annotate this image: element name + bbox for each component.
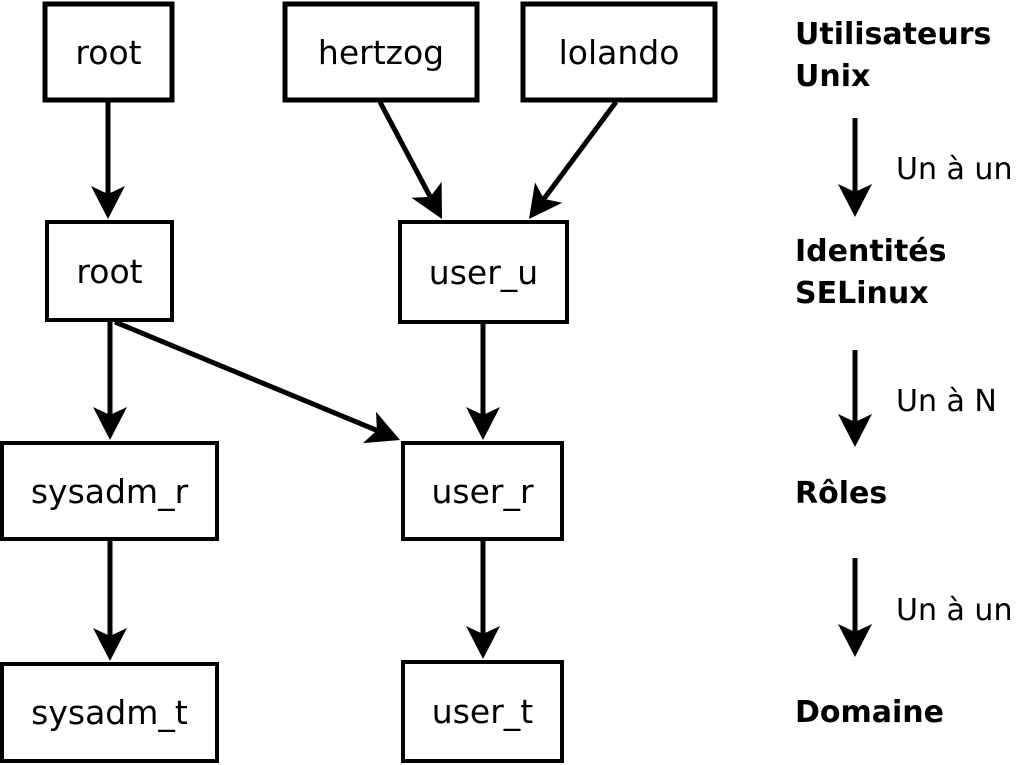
node-box bbox=[42, 1, 175, 103]
node-label: sysadm_t bbox=[31, 693, 188, 732]
arrowhead-icon bbox=[93, 407, 127, 440]
arrowhead-icon bbox=[466, 626, 500, 659]
arrowhead-icon bbox=[91, 186, 125, 219]
node-label: user_r bbox=[431, 472, 533, 511]
node-box bbox=[401, 660, 564, 763]
node-sysadm-r: sysadm_r bbox=[0, 441, 219, 541]
legend-level-utilisateurs-unix-line1: Utilisateurs bbox=[795, 17, 991, 52]
legend-relation-un-a-n: Un à N bbox=[896, 384, 997, 419]
node-unix-root: root bbox=[42, 1, 175, 103]
arrowhead-icon bbox=[838, 624, 872, 657]
legend: Utilisateurs Unix Un à un Identités SELi… bbox=[795, 17, 1012, 730]
edge-line bbox=[540, 100, 619, 203]
arrowhead-icon bbox=[466, 407, 500, 440]
legend-level-identites-selinux-line2: SELinux bbox=[795, 276, 929, 311]
node-label: lolando bbox=[559, 33, 680, 72]
node-se-root: root bbox=[45, 220, 174, 322]
node-sysadm-t: sysadm_t bbox=[0, 662, 219, 763]
node-label: sysadm_r bbox=[31, 472, 189, 511]
legend-level-identites-selinux-line1: Identités bbox=[795, 234, 947, 269]
node-box bbox=[282, 1, 480, 103]
node-box bbox=[0, 662, 219, 763]
node-user-t: user_t bbox=[401, 660, 564, 763]
edge-layer bbox=[91, 100, 872, 661]
arrowhead-icon bbox=[838, 184, 872, 217]
legend-level-domaine: Domaine bbox=[795, 695, 944, 730]
node-hertzog: hertzog bbox=[282, 1, 480, 103]
node-box bbox=[0, 441, 219, 541]
legend-level-utilisateurs-unix-line2: Unix bbox=[795, 59, 870, 94]
arrowhead-icon bbox=[838, 414, 872, 447]
legend-relation-un-a-un-2: Un à un bbox=[896, 593, 1012, 628]
node-box bbox=[401, 441, 564, 541]
arrowhead-icon bbox=[363, 411, 400, 444]
node-user-r: user_r bbox=[401, 441, 564, 541]
edge-line bbox=[114, 319, 380, 434]
node-box bbox=[398, 220, 569, 324]
node-user-u: user_u bbox=[398, 220, 569, 324]
node-label: root bbox=[75, 33, 141, 72]
legend-relation-un-a-un-1: Un à un bbox=[896, 152, 1012, 187]
node-label: hertzog bbox=[318, 33, 444, 72]
node-label: user_t bbox=[432, 692, 533, 731]
node-lolando: lolando bbox=[520, 1, 718, 103]
arrowhead-icon bbox=[93, 628, 127, 661]
node-box bbox=[520, 1, 718, 103]
node-label: root bbox=[76, 252, 142, 291]
node-label: user_u bbox=[429, 253, 538, 292]
arrowhead-icon bbox=[411, 181, 442, 219]
node-box bbox=[45, 220, 174, 322]
legend-level-roles: Rôles bbox=[795, 476, 887, 511]
arrowhead-icon bbox=[529, 182, 563, 219]
edge-line bbox=[377, 100, 434, 200]
